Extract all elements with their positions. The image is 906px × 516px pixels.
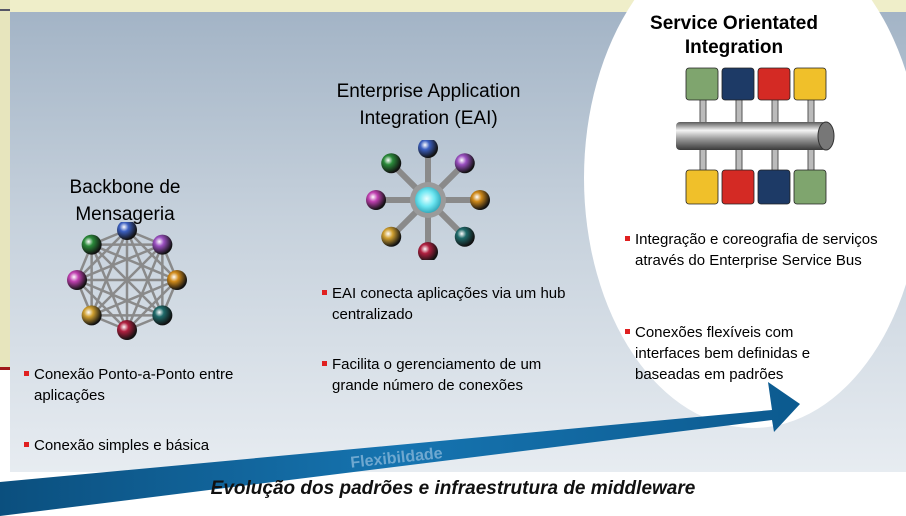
service-block (721, 169, 755, 205)
service-bus-graphic (676, 67, 835, 205)
hub-node (418, 242, 438, 260)
soi-title-line2: Integration (684, 37, 784, 58)
eai-title-line2: Integration (EAI) (359, 108, 498, 129)
mesh-node (152, 234, 173, 255)
mesh-link (76, 279, 128, 331)
left-strip (0, 0, 10, 370)
backbone-title-line1: Backbone de (69, 177, 181, 198)
hub-spoke-graphic (366, 140, 490, 260)
eai-bullet-1: EAI conecta aplicações via um hub centra… (322, 283, 572, 325)
hub-node (418, 140, 438, 158)
mesh-link (91, 243, 178, 282)
eai-bullet-2: Facilita o gerenciamento de um grande nú… (322, 354, 572, 396)
hub-node (454, 226, 475, 247)
service-block (757, 169, 791, 205)
eai-title-line1: Enterprise Application (336, 81, 521, 102)
mesh-link (90, 243, 164, 317)
service-block (685, 67, 719, 101)
backbone-bullet-2: Conexão simples e básica (24, 435, 274, 456)
soi-bullet-2: Conexões flexíveis com interfaces bem de… (625, 322, 845, 385)
backbone-title: Backbone de Mensageria (40, 174, 210, 228)
hub-node (454, 153, 475, 174)
service-bus-pipe (676, 122, 826, 150)
service-block (757, 67, 791, 101)
service-block (721, 67, 755, 101)
mesh-network-graphic (67, 222, 187, 340)
hub-node (381, 153, 402, 174)
soi-title-line1: Service Orientated (650, 13, 818, 34)
hub-node (366, 190, 386, 210)
soi-bullet-1: Integração e coreografia de serviços atr… (625, 229, 885, 271)
mesh-node (117, 320, 137, 340)
soi-title: Service Orientated Integration (624, 12, 844, 60)
backbone-bullet-1: Conexão Ponto-a-Ponto entre aplicações (24, 364, 234, 406)
eai-title: Enterprise Application Integration (EAI) (296, 78, 561, 132)
service-block (793, 67, 827, 101)
hub-node (470, 190, 490, 210)
service-block (793, 169, 827, 205)
service-block (685, 169, 719, 205)
mesh-node (152, 305, 173, 326)
mesh-node (67, 270, 87, 290)
hub-node (381, 226, 402, 247)
mesh-node (81, 305, 102, 326)
mesh-link (90, 244, 129, 331)
backbone-title-line2: Mensageria (75, 204, 175, 225)
service-bus-pipe-end (817, 121, 835, 151)
mesh-node (81, 234, 102, 255)
top-dash (0, 9, 10, 11)
mesh-node (167, 270, 187, 290)
left-red-line (0, 367, 10, 370)
hub-center (415, 187, 441, 213)
mesh-node (117, 222, 137, 240)
footer-caption: Evolução dos padrões e infraestrutura de… (210, 478, 696, 499)
